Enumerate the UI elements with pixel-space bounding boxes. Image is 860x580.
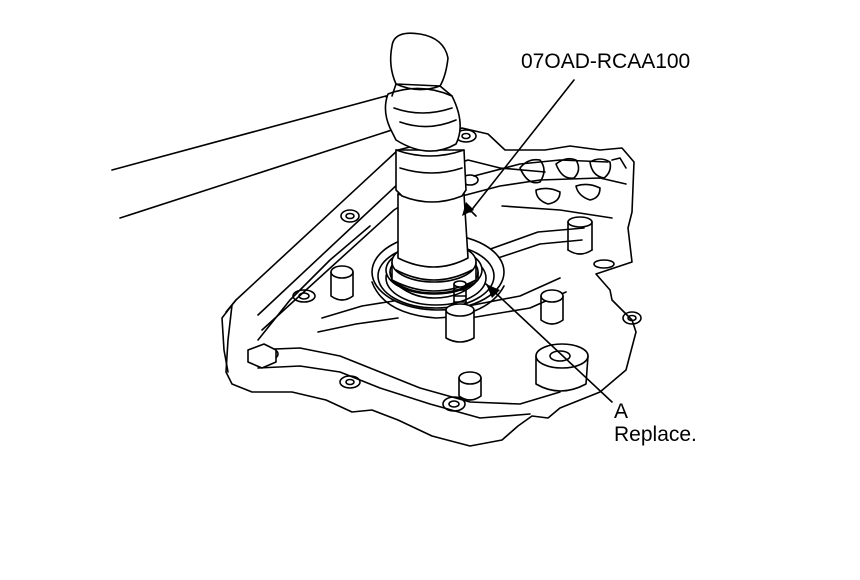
part-letter-label: A	[614, 400, 629, 423]
hammer-icon	[111, 32, 461, 219]
tool-leader-line	[462, 79, 575, 216]
seal-driver-icon	[391, 149, 477, 292]
tool-number-label: 07OAD-RCAA100	[521, 50, 691, 73]
part-note-label: Replace.	[614, 423, 697, 446]
seal-leader-line	[485, 283, 613, 403]
dowel-pin	[445, 280, 475, 343]
